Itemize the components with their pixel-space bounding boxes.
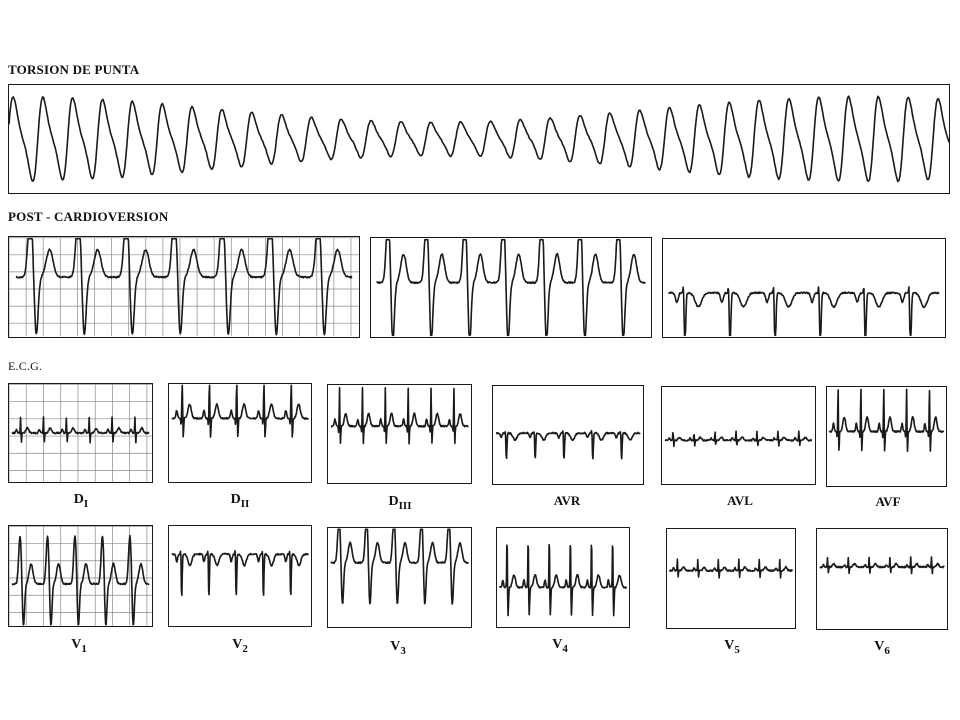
- ecg-waveform: [11, 416, 150, 444]
- lead-V1-panel: [8, 525, 153, 627]
- post-strip-2-trace: [376, 238, 646, 337]
- ecg-waveform: [330, 528, 469, 605]
- lead-label-V5: V5: [724, 638, 740, 656]
- ecg-waveform: [498, 543, 628, 617]
- torsion-strip-trace: [9, 95, 949, 183]
- lead-V3-panel: [327, 527, 472, 628]
- lead-DII-trace: [171, 384, 309, 438]
- ecg-waveform: [15, 237, 353, 336]
- lead-label-V2: V2: [232, 637, 248, 655]
- lead-DIII-trace: [330, 386, 469, 445]
- lead-label-AVR: AVR: [553, 493, 581, 508]
- lead-DII-panel: [168, 383, 312, 483]
- post-strip-3-panel: [662, 238, 946, 338]
- lead-label-V4: V4: [552, 637, 568, 655]
- lead-label-AVL: AVL: [727, 493, 753, 508]
- ecg-waveform: [171, 384, 309, 438]
- lead-V4-panel: [496, 527, 630, 628]
- lead-AVL-trace: [664, 430, 813, 448]
- ecg-waveform: [819, 556, 945, 575]
- ecg-waveform: [9, 95, 949, 183]
- lead-V1-trace: [9, 526, 152, 626]
- lead-label-V6: V6: [874, 639, 890, 657]
- grid: [9, 526, 152, 626]
- lead-V3-trace: [330, 528, 469, 605]
- torsion-strip-panel: [8, 84, 950, 194]
- ecg-waveform: [171, 550, 309, 597]
- ecg-waveform: [669, 558, 793, 579]
- title-torsion-de-punta: TORSION DE PUNTA: [8, 62, 140, 77]
- lead-V5-panel: [666, 528, 796, 629]
- ecg-waveform: [376, 238, 646, 337]
- title-post-cardioversion: POST - CARDIOVERSION: [8, 209, 169, 224]
- ecg-waveform: [667, 286, 940, 337]
- lead-label-V1: V1: [71, 637, 87, 655]
- post-strip-1-panel: [8, 236, 360, 338]
- ecg-waveform: [11, 534, 150, 626]
- ecg-waveform: [828, 388, 945, 453]
- lead-V6-panel: [816, 528, 948, 630]
- post-strip-2-panel: [370, 237, 652, 338]
- ecg-waveform: [330, 386, 469, 445]
- lead-V5-trace: [669, 558, 793, 579]
- lead-AVL-panel: [661, 386, 816, 485]
- lead-V4-trace: [498, 543, 628, 617]
- ecg-waveform: [495, 429, 641, 460]
- post-strip-1-trace: [9, 237, 359, 337]
- lead-V2-panel: [168, 525, 312, 627]
- lead-AVR-panel: [492, 385, 644, 485]
- lead-AVR-trace: [495, 429, 641, 460]
- lead-AVF-panel: [826, 386, 947, 487]
- post-strip-3-trace: [667, 286, 940, 337]
- lead-AVF-trace: [828, 388, 945, 453]
- lead-V6-trace: [819, 556, 945, 575]
- lead-DI-trace: [9, 384, 152, 482]
- lead-label-DII: DII: [230, 492, 250, 510]
- lead-label-DIII: DIII: [388, 494, 412, 512]
- lead-label-DI: DI: [73, 492, 89, 510]
- title-ecg: E.C.G.: [8, 359, 43, 373]
- lead-DIII-panel: [327, 384, 472, 484]
- lead-label-AVF: AVF: [875, 494, 901, 509]
- lead-label-V3: V3: [390, 639, 406, 657]
- lead-V2-trace: [171, 550, 309, 597]
- lead-DI-panel: [8, 383, 153, 483]
- ecg-waveform: [664, 430, 813, 448]
